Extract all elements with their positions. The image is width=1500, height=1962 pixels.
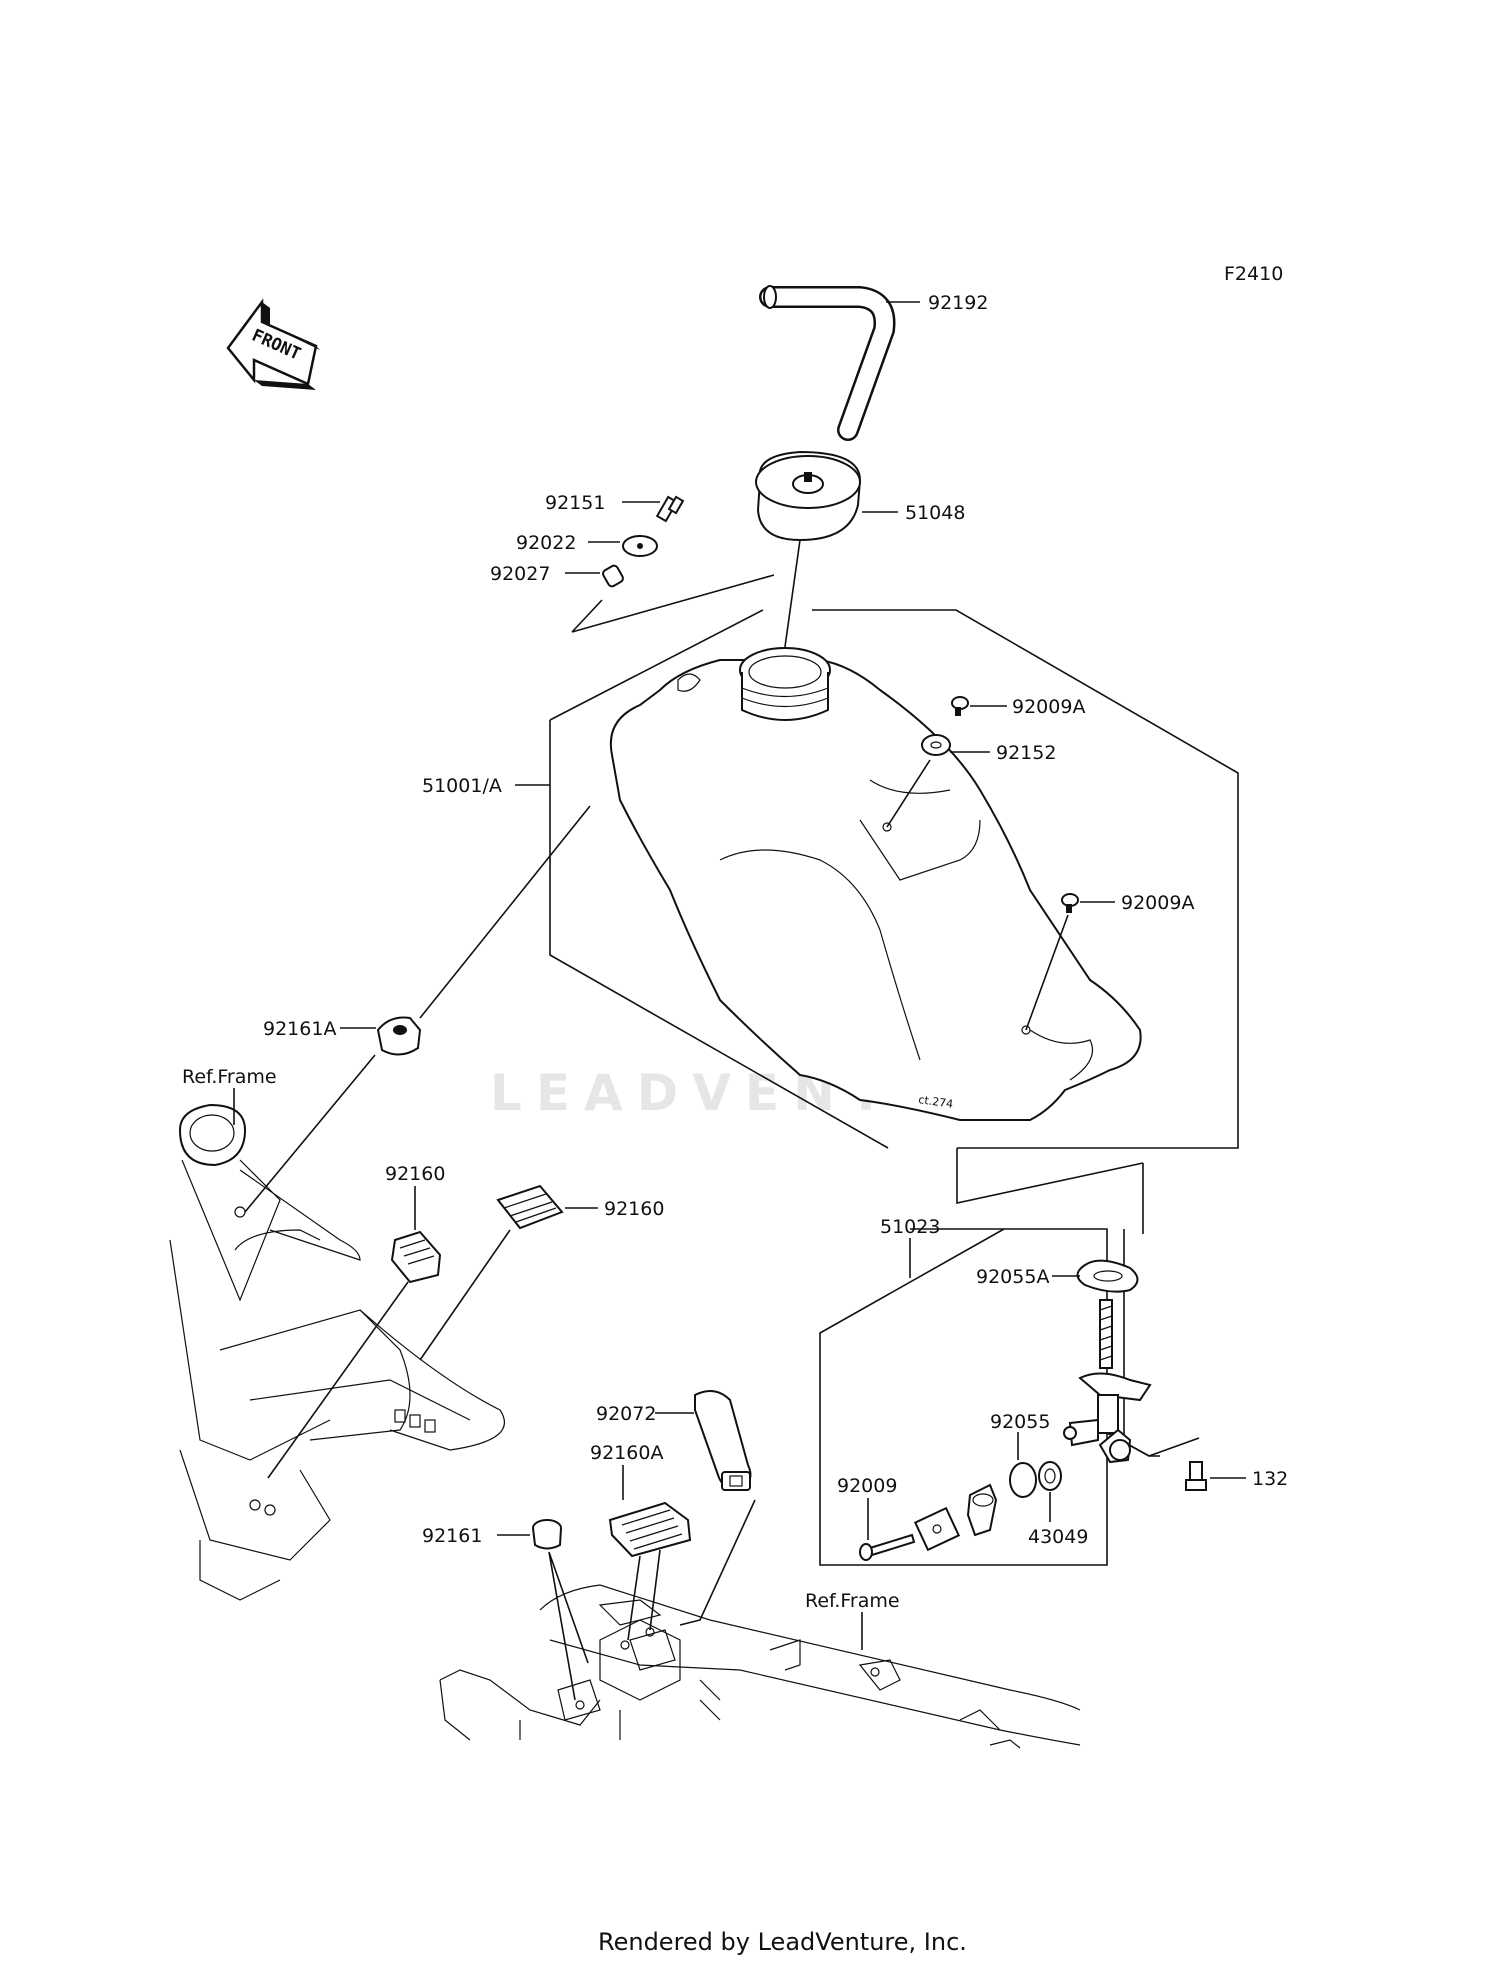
label-92192: 92192 [928, 292, 988, 314]
strap-92072 [694, 1390, 752, 1492]
label-92161A: 92161A [263, 1018, 336, 1040]
label-51048: 51048 [905, 502, 965, 524]
breather-hose [759, 285, 896, 441]
label-92160-small: 92160 [385, 1163, 445, 1185]
label-92022: 92022 [516, 532, 576, 554]
bolt-132 [1185, 1461, 1207, 1491]
label-51001A: 51001/A [422, 775, 502, 797]
label-51023: 51023 [880, 1216, 940, 1238]
label-92160A: 92160A [590, 1442, 663, 1464]
washer-92022 [622, 535, 658, 557]
washer-43049 [1038, 1461, 1062, 1491]
gasket-92055A [1076, 1259, 1139, 1293]
screw-92009A-top [951, 696, 969, 716]
diagram-id: F2410 [1224, 263, 1283, 285]
label-92009A-bottom: 92009A [1121, 892, 1194, 914]
frame-bottom [439, 1584, 1081, 1749]
frame-left [169, 1103, 505, 1601]
rubber-92160-small [390, 1230, 442, 1284]
label-92151: 92151 [545, 492, 605, 514]
ref-frame-top: Ref.Frame [182, 1066, 277, 1088]
rubber-92160-large [496, 1184, 564, 1230]
label-92009: 92009 [837, 1475, 897, 1497]
label-92160-large: 92160 [604, 1198, 664, 1220]
front-arrow-icon: FRONT [226, 298, 320, 390]
label-92055A: 92055A [976, 1266, 1049, 1288]
bolt-92151 [655, 495, 685, 523]
label-92055: 92055 [990, 1411, 1050, 1433]
screw-92009A-bottom [1061, 893, 1079, 913]
fuel-cap [755, 450, 862, 542]
o-ring-92055 [1009, 1462, 1037, 1498]
damper-92161 [532, 1519, 562, 1550]
label-92009A-top: 92009A [1012, 696, 1085, 718]
grommet-92152 [921, 734, 951, 756]
label-132: 132 [1252, 1468, 1288, 1490]
damper-92161A [376, 1016, 422, 1056]
footer-credit: Rendered by LeadVenture, Inc. [598, 1928, 967, 1956]
ref-frame-bottom: Ref.Frame [805, 1590, 900, 1612]
fuel-tap [1063, 1299, 1152, 1464]
svg-text:ct.274: ct.274 [918, 1093, 954, 1111]
lever-plate [913, 1483, 998, 1552]
label-92152: 92152 [996, 742, 1056, 764]
label-92072: 92072 [596, 1403, 656, 1425]
label-43049: 43049 [1028, 1526, 1088, 1548]
collar-92027 [602, 564, 624, 588]
rubber-92160A [608, 1501, 692, 1558]
label-92161: 92161 [422, 1525, 482, 1547]
screw-92009 [859, 1533, 916, 1561]
label-92027: 92027 [490, 563, 550, 585]
fuel-tank: ct.274 [609, 647, 1142, 1121]
